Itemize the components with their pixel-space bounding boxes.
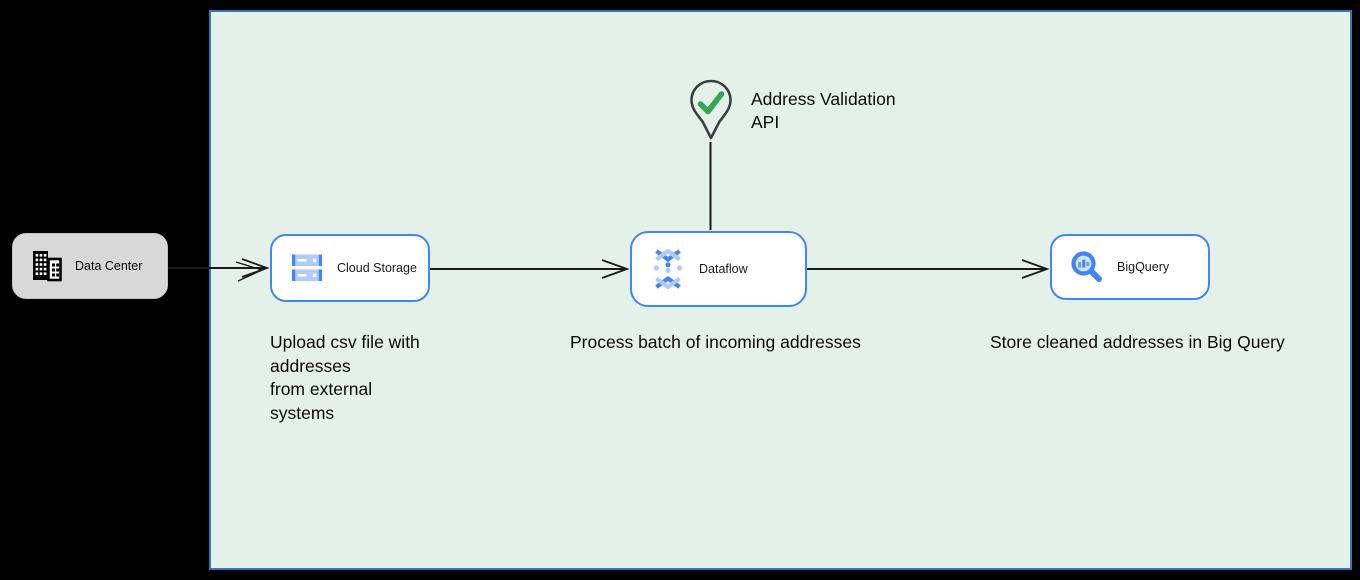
caption-upload: Upload csv file with addresses from exte… bbox=[270, 332, 420, 423]
building-icon bbox=[33, 251, 62, 282]
node-dataflow[interactable]: Dataflow bbox=[630, 231, 807, 307]
node-bigquery-label: BigQuery bbox=[1117, 260, 1170, 274]
node-cloud-storage-label: Cloud Storage bbox=[337, 261, 417, 275]
cloud-storage-icon bbox=[292, 254, 322, 281]
node-cloud-storage[interactable]: Cloud Storage bbox=[270, 234, 430, 302]
dataflow-icon bbox=[653, 249, 683, 289]
node-dataflow-label: Dataflow bbox=[699, 262, 748, 276]
node-data-center[interactable]: Data Center bbox=[12, 233, 168, 299]
caption-store: Store cleaned addresses in Big Query bbox=[990, 332, 1285, 352]
node-data-center-label: Data Center bbox=[75, 259, 143, 273]
node-bigquery[interactable]: BigQuery bbox=[1050, 234, 1210, 300]
api-label: Address Validation API bbox=[751, 89, 896, 132]
bigquery-icon bbox=[1071, 251, 1102, 282]
caption-process: Process batch of incoming addresses bbox=[570, 332, 861, 352]
map-pin-check-icon[interactable] bbox=[688, 79, 734, 141]
